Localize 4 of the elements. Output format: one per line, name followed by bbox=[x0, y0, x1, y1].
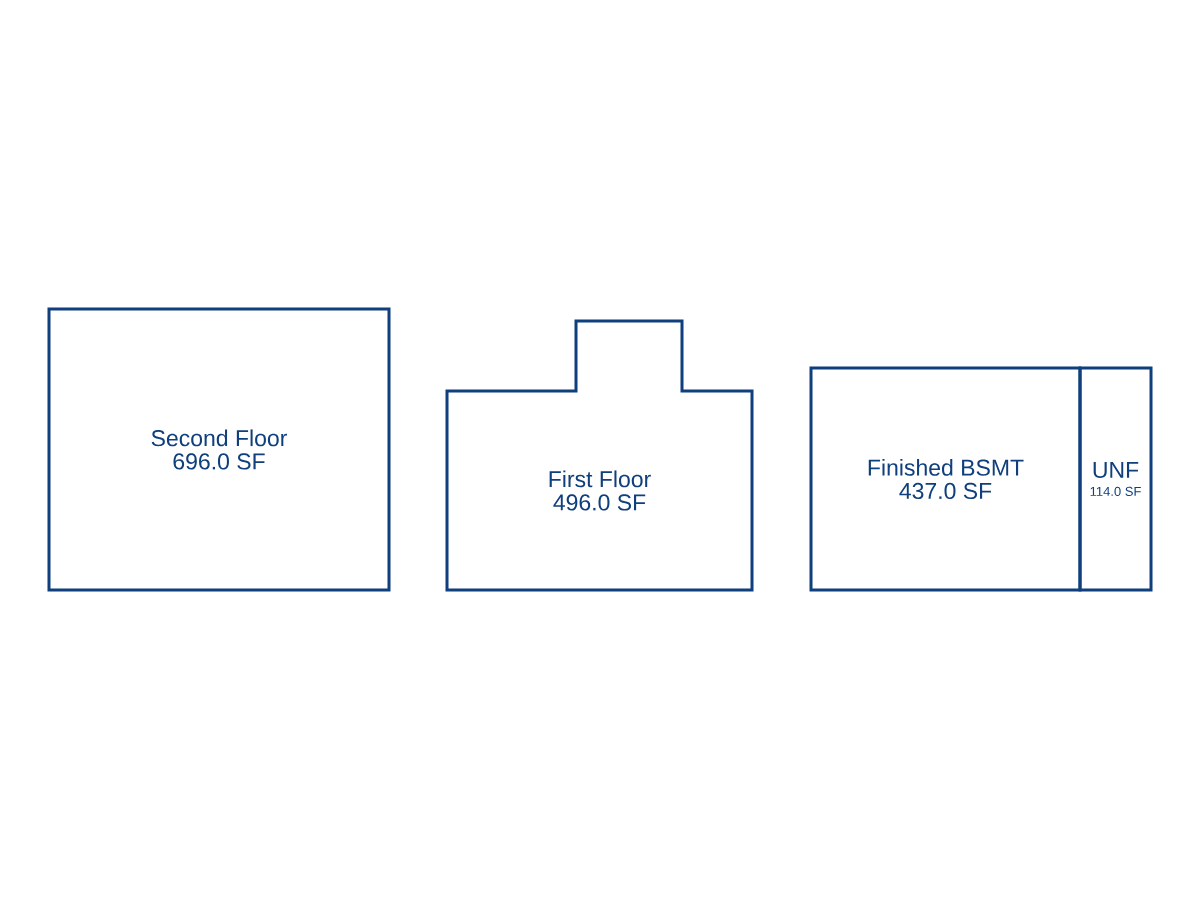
room-outline: Second Floor 696.0 SF bbox=[47, 307, 391, 592]
room-outline: UNF 114.0 SF bbox=[1078, 366, 1153, 592]
room-outline: Finished BSMT 437.0 SF bbox=[809, 366, 1082, 592]
room-outline: First Floor 496.0 SF bbox=[445, 319, 754, 592]
